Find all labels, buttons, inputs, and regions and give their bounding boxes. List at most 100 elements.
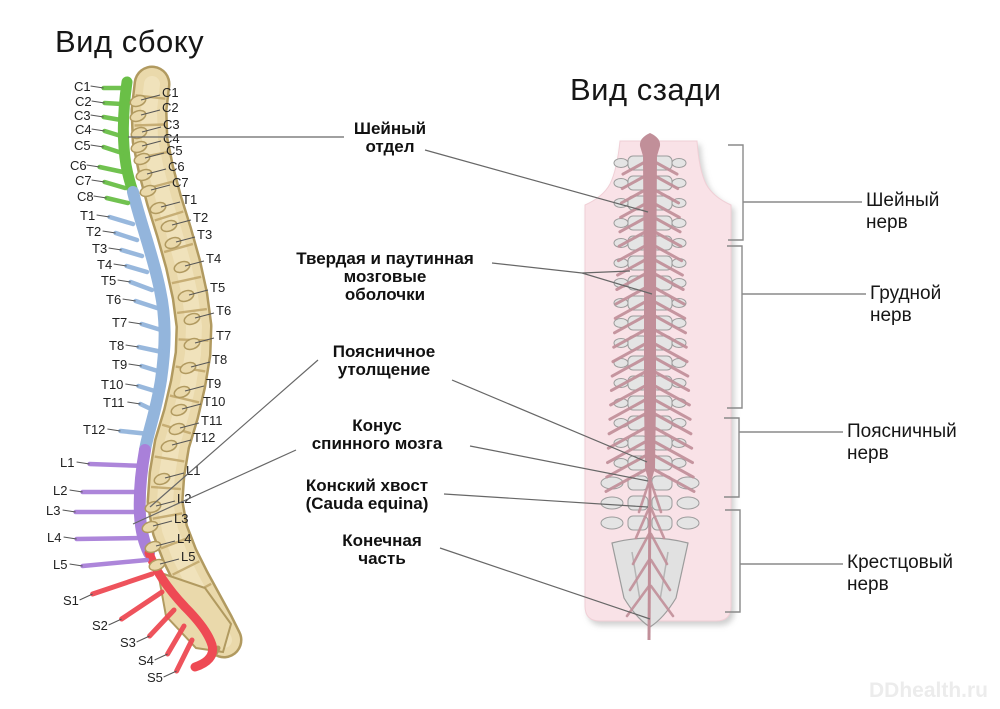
tick-left-c8 [93,195,107,199]
transverse-process [676,516,700,530]
brainstem-bulb [639,133,661,156]
tick-right-c5 [144,152,165,159]
spinous-process-t5 [177,289,195,303]
tick-right-c6 [146,168,167,175]
vertebra-label-t9: T9 [206,376,221,391]
nerve-root-label-s5: S5 [147,670,163,685]
nerve-rootlet-right [653,468,696,493]
annotation-cervical-region: Шейный отдел [353,119,427,156]
annotation-leader-lines [128,136,653,620]
tick-right-t8 [190,361,211,368]
nerve-rootlet-left [605,454,647,479]
vertebra-label-l3: L3 [174,511,188,526]
nerve-rootlet-left [621,160,647,176]
nerve-root-label-t1: T1 [80,208,95,223]
nerve-rootlet-left [618,216,647,234]
nerve-root-label-c8: C8 [77,189,94,204]
nerve-rootlet-right [653,426,694,450]
label-tick-lines [62,85,215,678]
tick-left-s2 [108,618,122,626]
nerve-root-l5 [80,557,150,569]
nerve-root-s4 [165,623,187,657]
nerve-rootlet-left [606,426,647,450]
tick-right-t3 [175,236,196,243]
tick-right-l1 [164,472,185,479]
tick-left-c2 [91,100,105,104]
nerve-rootlet-right [653,286,686,306]
nerve-rootlet-right [653,244,684,263]
side-view-nerve-branches [73,85,195,674]
spinous-process-c5 [133,152,151,166]
spinous-process-t7 [183,337,201,351]
nerve-root-label-l2: L2 [53,483,67,498]
nerve-rootlet-left [606,440,647,465]
nerve-root-label-t5: T5 [101,273,116,288]
spinous-process-c2 [129,109,147,123]
vertebra-label-t12: T12 [193,430,215,445]
tick-left-s5 [163,670,177,678]
nerve-root-t10 [136,383,161,395]
spinous-process-t2 [160,219,178,233]
tick-left-c4 [91,128,105,132]
spinous-process-t11 [168,422,186,436]
spinous-process-t4 [173,260,191,274]
leader-cauda-right [443,493,649,508]
tick-right-l4 [155,540,176,547]
nerve-root-s3 [147,607,177,639]
cord-lumbar-segment [133,444,155,559]
label-thoracic-nerve: Грудной нерв [870,283,942,326]
cord-sacral-segment [144,548,218,672]
nerve-rootlet-left [616,258,647,277]
spinous-process-t12 [160,439,178,453]
nerve-root-t12 [118,428,152,437]
nerve-root-label-t8: T8 [109,338,124,353]
nerve-root-c6 [97,164,126,175]
nerve-root-label-t7: T7 [112,315,127,330]
nerve-rootlet-right [653,412,693,436]
nerve-root-t5 [128,279,155,293]
nerve-rootlet-left [613,314,647,335]
spinous-process-t1 [149,201,167,215]
tick-left-c5 [90,144,104,148]
vertebra-label-c5: C5 [166,143,183,158]
tick-left-l5 [69,563,83,567]
bracket-cervical [728,144,744,241]
nerve-root-s2 [119,589,165,622]
cauda-equina-root-right [649,584,675,618]
nerve-root-c3 [101,114,124,123]
tick-right-l3 [152,520,173,527]
tick-right-t4 [184,260,205,267]
side-view-spinal-cord [117,76,218,672]
bracket-thoracic [727,245,743,409]
nerve-root-c7 [102,179,128,191]
nerve-root-label-s4: S4 [138,653,154,668]
vertebra-label-t10: T10 [203,394,225,409]
vertebra-label-t6: T6 [216,303,231,318]
nerve-rootlet-left [619,202,647,219]
nerve-rootlet-right [653,314,687,335]
nerve-rootlet-left [608,398,647,421]
nerve-rootlet-left [620,174,647,191]
bracket-sacral [725,509,741,613]
nerve-root-label-t11: T11 [103,395,124,410]
nerve-root-label-c3: C3 [74,108,91,123]
tick-left-t11 [127,401,141,405]
tick-left-t4 [113,263,127,267]
annotation-meninges: Твердая и паутинная мозговые оболочки [296,249,474,304]
nerve-rootlet-left [613,300,647,320]
nerve-root-label-t6: T6 [106,292,121,307]
label-lumbar-nerve: Поясничный нерв [847,421,957,464]
tick-right-c7 [150,184,171,191]
intervertebral-disc-line [154,455,185,463]
annotation-conus-medullaris: Конус спинного мозга [311,416,443,453]
tick-right-t9 [184,385,205,392]
vertebra-label-t2: T2 [193,210,208,225]
sacrum-lines [631,551,669,601]
cauda-equina-root-right [649,480,663,514]
nerve-root-label-l3: L3 [46,503,60,518]
nerve-root-label-t10: T10 [101,377,123,392]
cauda-equina-root-right [649,558,672,592]
spinous-process-t6 [183,312,201,326]
cauda-equina-root-left [631,532,651,566]
nerve-root-s1 [90,571,155,597]
